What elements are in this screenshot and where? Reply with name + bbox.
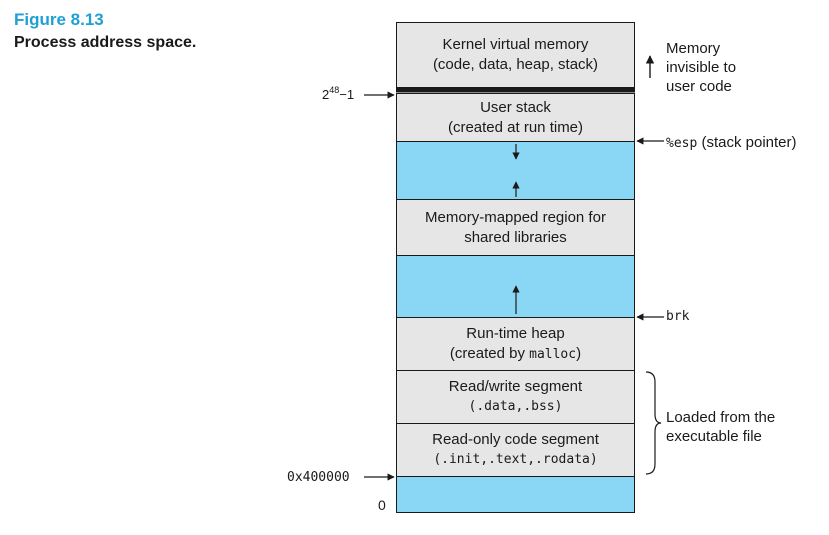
rw-line1: Read/write segment bbox=[448, 378, 583, 395]
top-address-base: 2 bbox=[322, 87, 330, 102]
ro-line2: (.init,.text,.rodata) bbox=[433, 452, 598, 467]
mmap-line1: Memory-mapped region for bbox=[425, 208, 606, 226]
memory-invisible-line3: user code bbox=[666, 78, 732, 95]
rw-line2: (.data,.bss) bbox=[468, 399, 563, 414]
memory-invisible-line2: invisible to bbox=[666, 59, 737, 76]
esp-label: %esp (stack pointer) bbox=[666, 133, 797, 153]
kernel-line2: (code, data, heap, stack) bbox=[432, 56, 599, 73]
memory-mapped-region-segment: Memory-mapped region for shared librarie… bbox=[396, 199, 635, 256]
kernel-line1: Kernel virtual memory bbox=[442, 36, 589, 53]
loaded-brace bbox=[645, 371, 662, 475]
heap-line2-prefix: (created by bbox=[449, 344, 530, 362]
user-stack-line1: User stack bbox=[480, 98, 551, 116]
heap-line2-suffix: ) bbox=[576, 344, 582, 362]
heap-line2: (created by malloc) bbox=[450, 344, 581, 365]
start-address-label: 0x400000 bbox=[287, 470, 350, 485]
user-stack-line2: (created at run time) bbox=[447, 118, 584, 136]
heap-line1: Run-time heap bbox=[466, 324, 565, 342]
figure-title: Process address space. bbox=[14, 34, 197, 51]
unused-low-region bbox=[396, 476, 635, 513]
esp-text: (stack pointer) bbox=[701, 134, 797, 151]
loaded-from-executable-label: Loaded from the executable file bbox=[666, 408, 775, 446]
user-stack-segment: User stack (created at run time) bbox=[396, 93, 635, 142]
figure-number: Figure 8.13 bbox=[14, 10, 104, 29]
loaded-line2: executable file bbox=[666, 428, 762, 445]
memory-invisible-line1: Memory bbox=[666, 40, 721, 57]
loaded-line1: Loaded from the bbox=[666, 409, 776, 426]
top-address-suffix: −1 bbox=[339, 87, 355, 102]
mmap-line2: shared libraries bbox=[464, 228, 567, 246]
memory-invisible-label: Memory invisible to user code bbox=[666, 39, 736, 96]
top-user-address-label: 248−1 bbox=[322, 85, 354, 104]
ro-line1: Read-only code segment bbox=[432, 431, 599, 448]
read-write-segment: Read/write segment (.data,.bss) bbox=[396, 370, 635, 424]
zero-address-label: 0 bbox=[378, 497, 386, 513]
heap-line2-code: malloc bbox=[529, 346, 577, 362]
top-address-exponent: 48 bbox=[329, 85, 340, 95]
kernel-virtual-memory-segment: Kernel virtual memory (code, data, heap,… bbox=[396, 22, 635, 88]
esp-code: %esp bbox=[666, 136, 698, 151]
brk-label: brk bbox=[666, 309, 690, 324]
